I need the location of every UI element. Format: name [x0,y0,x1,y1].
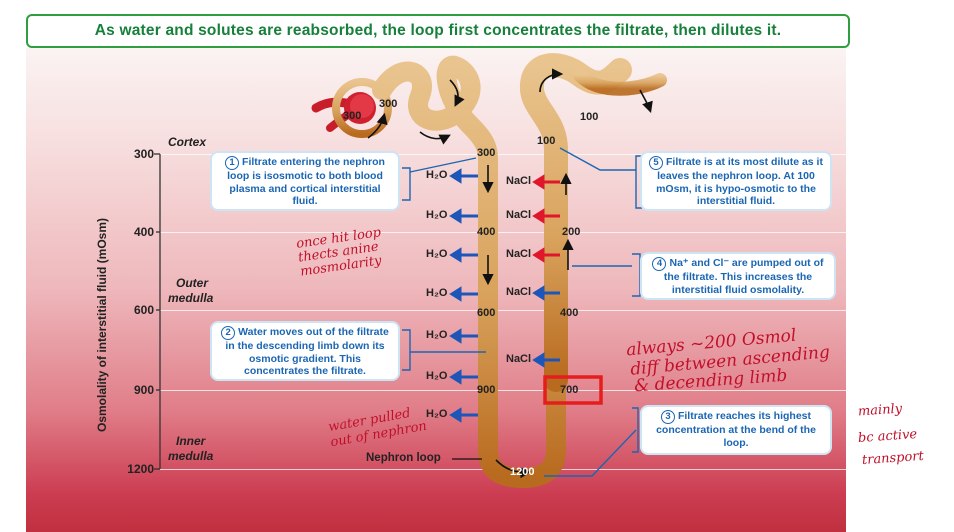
value-glom-right: 300 [379,98,398,110]
tick-300: 300 [133,147,154,161]
value-desc-900: 900 [477,384,496,396]
zone-outer-medulla-1: Outer [176,276,209,290]
tick-600: 600 [133,303,154,317]
value-bend: 1200 [510,466,535,478]
tick-900: 900 [133,383,154,397]
value-asc-top: 100 [537,135,556,147]
gridline-300 [160,154,846,155]
value-desc-600: 600 [477,307,496,319]
callout-1-text: Filtrate entering the nephron loop is is… [227,156,385,207]
zone-outer-medulla-2: medulla [168,291,214,305]
zone-inner-medulla-2: medulla [168,449,214,463]
value-desc-400: 400 [477,226,496,238]
gridline-900 [160,390,846,391]
callout-4-number: 4 [652,257,667,271]
value-glom-left: 300 [343,110,362,122]
label-h2o-6: H₂O [426,370,448,382]
proximal-tubule [372,55,566,489]
label-h2o-3: H₂O [426,248,448,260]
value-distal: 100 [580,111,599,123]
label-h2o-1: H₂O [426,169,448,181]
label-h2o-2: H₂O [426,209,448,221]
gridline-400 [160,232,846,233]
value-desc-top: 300 [477,147,496,159]
tick-400: 400 [133,225,154,239]
tick-1200: 1200 [127,462,154,476]
callout-4-text: Na⁺ and Cl⁻ are pumped out of the filtra… [663,257,824,296]
label-nacl-5: NaCl [506,353,532,365]
title-banner: As water and solutes are reabsorbed, the… [26,14,850,48]
highlight-box-700 [543,375,603,405]
bowmans-capsule [332,78,392,138]
value-asc-200: 200 [562,226,581,238]
label-nacl-3: NaCl [506,248,532,260]
zone-cortex: Cortex [168,135,207,149]
label-nacl-2: NaCl [506,209,532,221]
label-h2o-5: H₂O [426,329,448,341]
label-h2o-4: H₂O [426,287,448,299]
callout-3-text: Filtrate reaches its highest concentrati… [656,410,816,449]
callout-2-text: Water moves out of the filtrate in the d… [225,326,389,377]
callout-5-text: Filtrate is at its most dilute as it lea… [656,156,823,207]
callout-2-number: 2 [221,326,236,340]
label-nacl-4: NaCl [506,286,532,298]
callout-1-number: 1 [225,156,240,170]
callout-3-number: 3 [660,410,675,424]
nephron-loop-label: Nephron loop [366,452,441,464]
value-asc-700: 700 [560,384,579,396]
callout-5-number: 5 [649,156,664,170]
label-h2o-7: H₂O [426,408,448,420]
zone-inner-medulla-1: Inner [176,434,206,448]
label-nacl-1: NaCl [506,175,532,187]
gridline-600 [160,310,846,311]
value-asc-400: 400 [560,307,579,319]
